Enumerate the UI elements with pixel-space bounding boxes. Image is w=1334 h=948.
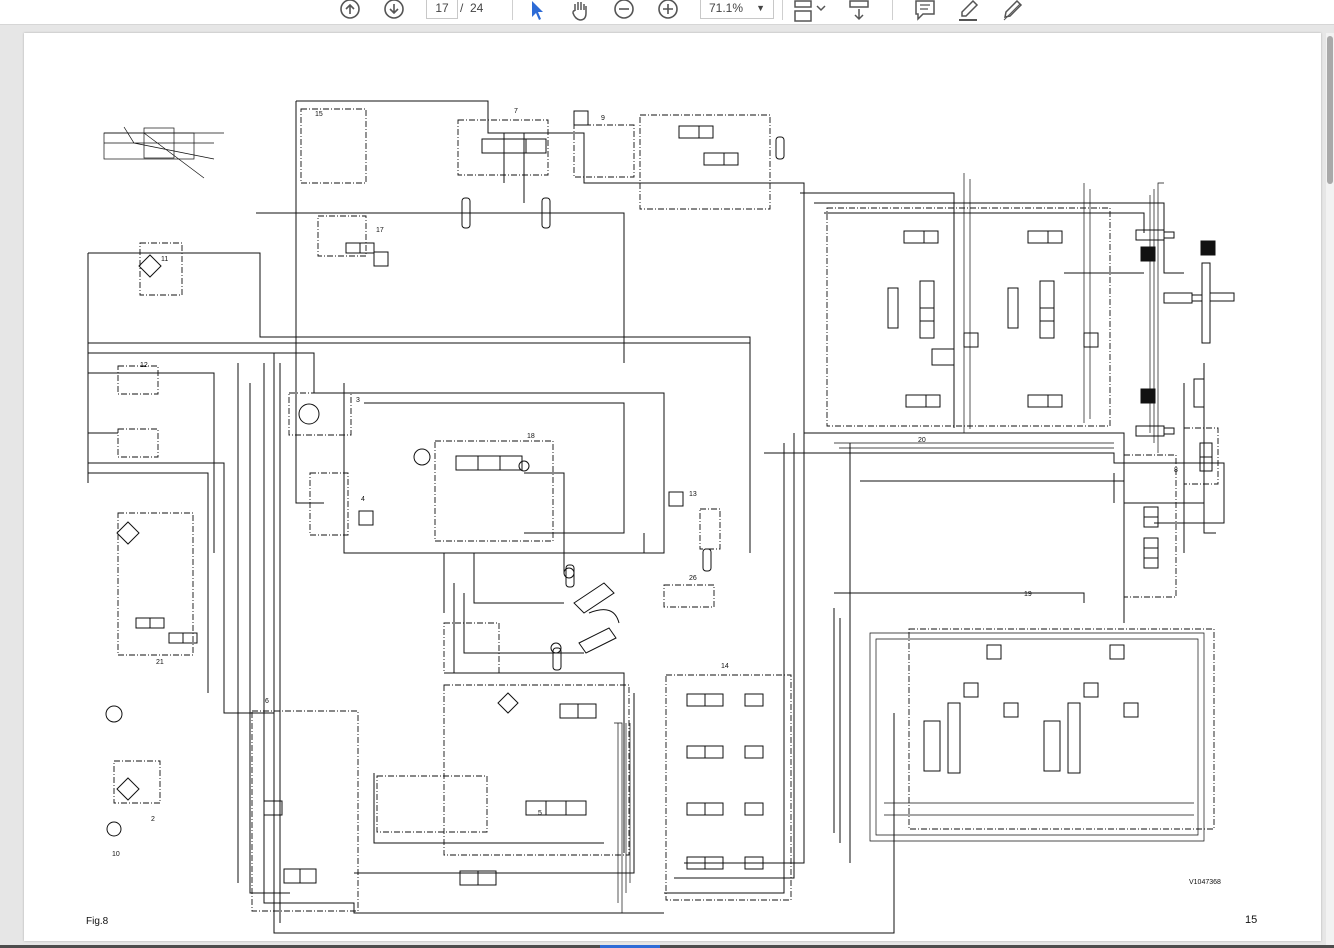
bottom-accent — [600, 945, 660, 948]
bottom-edge — [0, 945, 1334, 948]
component-label-26: 26 — [689, 575, 697, 582]
pdf-toolbar: 17 / 24 71.1% ▼ — [0, 0, 1334, 25]
hydraulic-schematic: 21 3 4 5 6 7 9 20 8 11 12 2 10 13 26 14 … — [87, 100, 1235, 934]
component-label-12: 12 — [140, 362, 148, 369]
page-total: 24 — [470, 1, 484, 15]
draw-icon[interactable] — [999, 0, 1025, 22]
cylinder-badge-icon — [1141, 389, 1155, 403]
component-label-9: 9 — [601, 115, 605, 122]
scrollbar-thumb[interactable] — [1327, 36, 1333, 184]
component-label-2: 2 — [151, 816, 155, 823]
hand-icon[interactable] — [567, 0, 593, 22]
component-label-13: 13 — [689, 491, 697, 498]
zoom-value: 71.1% — [709, 1, 744, 15]
component-label-10: 10 — [112, 851, 120, 858]
component-label-11: 11 — [161, 256, 168, 263]
page-number-input[interactable]: 17 — [426, 0, 458, 19]
pdf-page — [24, 33, 1321, 941]
download-icon[interactable] — [846, 0, 872, 22]
figure-label: Fig.8 — [86, 916, 109, 927]
zoom-dropdown-caret-icon: ▼ — [756, 3, 765, 13]
page-number: 15 — [1245, 914, 1258, 926]
comment-icon[interactable] — [912, 0, 938, 22]
component-label-19: 19 — [1024, 591, 1032, 598]
parking-badge-icon — [373, 251, 389, 267]
zoom-out-icon[interactable] — [611, 0, 637, 22]
component-label-4: 4 — [361, 496, 365, 503]
arrow-down-circle-icon[interactable] — [381, 0, 407, 22]
badge-icon — [668, 491, 684, 507]
zoom-select[interactable]: 71.1% ▼ — [700, 0, 774, 19]
arrow-up-circle-icon[interactable] — [337, 0, 363, 22]
toolbar-divider — [512, 0, 513, 20]
document-id: V1047368 — [1189, 879, 1221, 886]
gauge-badge-icon — [358, 510, 374, 526]
component-label-15: 15 — [315, 111, 323, 118]
badge-icon — [573, 110, 589, 126]
component-label-17: 17 — [376, 227, 384, 234]
component-label-8: 8 — [1174, 467, 1178, 474]
component-label-18: 18 — [527, 433, 535, 440]
vertical-scrollbar[interactable] — [1326, 33, 1334, 948]
component-label-7: 7 — [514, 108, 518, 115]
zoom-in-icon[interactable] — [655, 0, 681, 22]
component-label-20: 20 — [918, 437, 926, 444]
cylinder-badge-icon — [1201, 241, 1215, 255]
component-label-5: 5 — [538, 810, 542, 817]
component-label-14: 14 — [721, 663, 729, 670]
component-label-3: 3 — [356, 397, 360, 404]
pointer-icon[interactable] — [523, 0, 549, 22]
toolbar-divider — [782, 0, 783, 20]
component-label-21: 21 — [156, 659, 164, 666]
component-label-6: 6 — [265, 698, 269, 705]
cylinder-badge-icon — [1141, 247, 1155, 261]
page-separator: / — [460, 1, 464, 15]
toolbar-divider — [892, 0, 893, 20]
fit-page-icon[interactable] — [792, 0, 828, 22]
highlighter-icon[interactable] — [955, 0, 981, 22]
